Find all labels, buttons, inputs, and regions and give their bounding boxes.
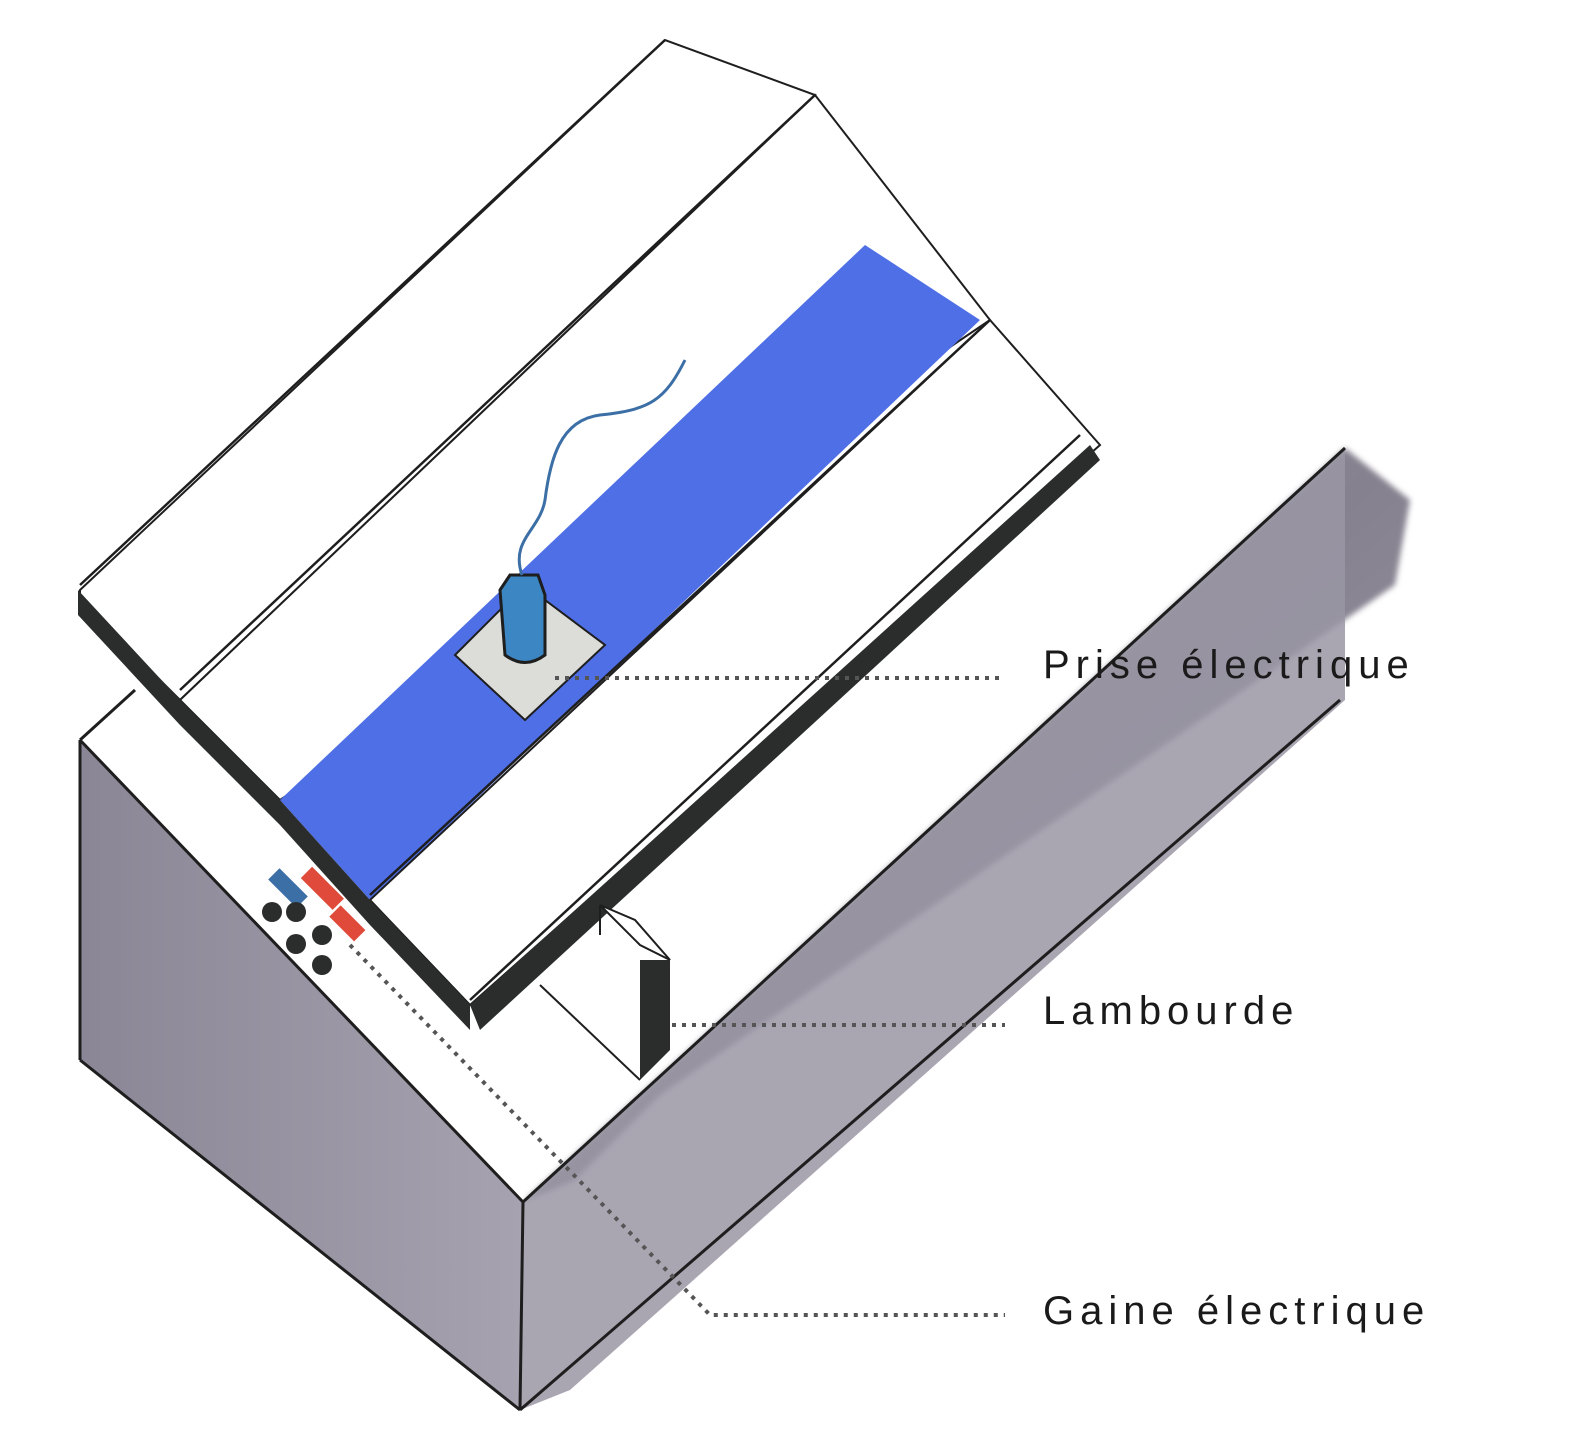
joist-side xyxy=(640,960,670,1080)
leader-gaine xyxy=(348,943,1005,1317)
conduits xyxy=(262,866,366,975)
leader-lines xyxy=(348,676,1005,1317)
socket-icon xyxy=(498,573,547,664)
label-lambourde: Lambourde xyxy=(1043,989,1299,1033)
board-lines xyxy=(79,39,1081,1001)
board-edges xyxy=(78,445,1100,1030)
concrete-wall-front xyxy=(80,740,523,1410)
label-gaine-electrique: Gaine électrique xyxy=(1043,1289,1430,1333)
concrete-wall-side xyxy=(520,448,1345,1410)
socket-cable xyxy=(517,359,687,576)
slab-outline xyxy=(78,446,1347,1412)
blue-floor-strip xyxy=(280,245,980,900)
joist-outline xyxy=(539,905,641,1081)
label-prise-electrique: Prise électrique xyxy=(1043,643,1415,687)
